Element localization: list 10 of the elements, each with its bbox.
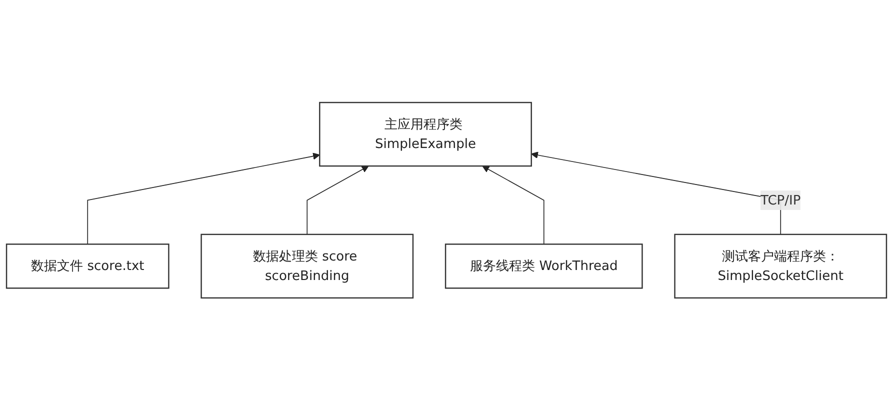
node-box: 服务线程类 WorkThread (444, 243, 643, 289)
arrow (306, 165, 369, 235)
node-box: 数据处理类 score scoreBinding (200, 234, 414, 298)
arrow (87, 152, 320, 244)
node-box: 数据文件 score.txt (6, 243, 170, 289)
edge-label: TCP/IP (760, 192, 801, 208)
node-box: 主应用程序类 SimpleExample (319, 102, 532, 166)
node-box: 测试客户端程序类：SimpleSocketClient (674, 234, 888, 298)
arrow (482, 165, 544, 244)
arrow (531, 151, 782, 235)
